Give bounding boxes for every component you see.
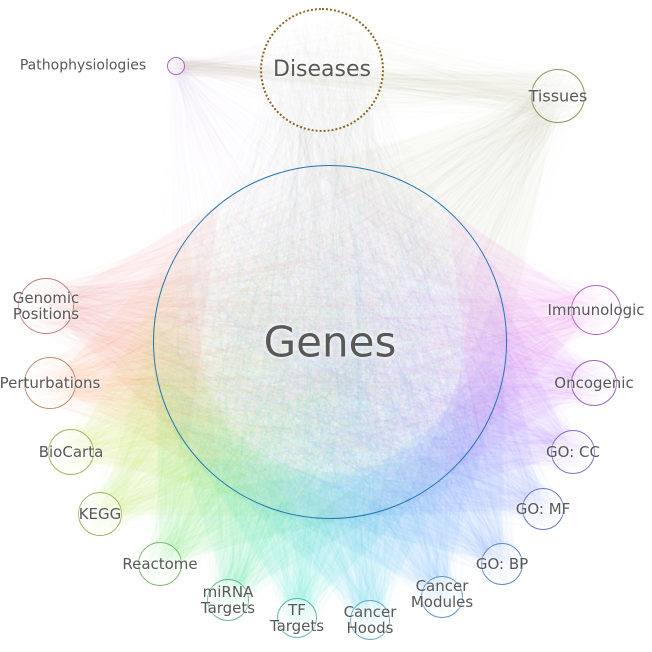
node-go-bp[interactable]: GO: BP bbox=[476, 543, 528, 585]
node-diseases[interactable]: Diseases bbox=[260, 8, 384, 132]
go-bp-circle bbox=[481, 543, 523, 585]
go-mf-circle bbox=[522, 488, 564, 530]
node-biocarta[interactable]: BioCarta bbox=[39, 429, 103, 475]
node-tissues[interactable]: Tissues bbox=[529, 69, 587, 123]
tissues-circle bbox=[531, 69, 585, 123]
cancer-modules-circle bbox=[421, 576, 463, 618]
mirna-targets-circle bbox=[207, 579, 249, 621]
tf-targets-circle bbox=[277, 598, 317, 638]
node-mirna-targets[interactable]: miRNA Targets bbox=[201, 579, 255, 621]
node-immunologic[interactable]: Immunologic bbox=[547, 285, 645, 335]
node-perturbations[interactable]: Perturbations bbox=[0, 357, 100, 409]
perturbations-circle bbox=[24, 357, 76, 409]
genomic-positions-circle bbox=[18, 278, 74, 334]
node-cancer-modules[interactable]: Cancer Modules bbox=[411, 576, 473, 618]
node-go-cc[interactable]: GO: CC bbox=[546, 430, 600, 474]
node-pathophysiologies[interactable]: Pathophysiologies bbox=[20, 57, 185, 75]
node-genes[interactable]: Genes bbox=[153, 165, 507, 519]
node-cancer-hoods[interactable]: Cancer Hoods bbox=[344, 600, 396, 640]
node-go-mf[interactable]: GO: MF bbox=[516, 488, 570, 530]
oncogenic-circle bbox=[571, 360, 617, 406]
cancer-hoods-circle bbox=[350, 600, 390, 640]
immunologic-circle bbox=[571, 285, 621, 335]
kegg-circle bbox=[78, 492, 122, 536]
node-genomic-positions[interactable]: Genomic Positions bbox=[13, 278, 79, 334]
diseases-circle bbox=[260, 8, 384, 132]
node-kegg[interactable]: KEGG bbox=[78, 492, 122, 536]
pathophysiologies-circle bbox=[167, 57, 185, 75]
biocarta-circle bbox=[48, 429, 94, 475]
node-oncogenic[interactable]: Oncogenic bbox=[554, 360, 634, 406]
reactome-circle bbox=[138, 542, 182, 586]
go-cc-circle bbox=[551, 430, 595, 474]
node-tf-targets[interactable]: TF Targets bbox=[270, 598, 324, 638]
genes-circle bbox=[153, 165, 507, 519]
node-reactome[interactable]: Reactome bbox=[122, 542, 198, 586]
